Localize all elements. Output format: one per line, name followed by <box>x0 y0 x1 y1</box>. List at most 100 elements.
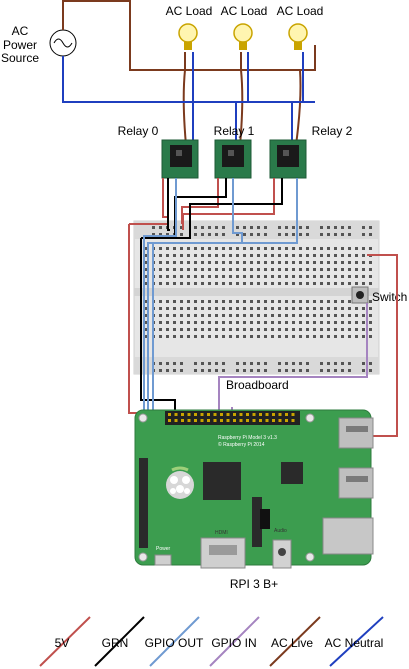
breadboard-hole <box>243 247 246 250</box>
breadboard-hole <box>341 314 344 317</box>
breadboard-hole <box>320 247 323 250</box>
breadboard-hole <box>313 282 316 285</box>
breadboard-hole <box>166 282 169 285</box>
breadboard-hole <box>348 247 351 250</box>
breadboard-hole <box>236 261 239 264</box>
gpio-pin <box>174 419 178 422</box>
breadboard-hole <box>236 307 239 310</box>
legend-label-gpio-out: GPIO OUT <box>145 636 204 650</box>
breadboard-hole <box>243 275 246 278</box>
breadboard-hole <box>271 275 274 278</box>
breadboard-hole <box>313 268 316 271</box>
breadboard-hole <box>222 369 225 372</box>
breadboard-hole <box>313 275 316 278</box>
breadboard-hole <box>201 307 204 310</box>
breadboard-hole <box>348 369 351 372</box>
breadboard-hole <box>166 254 169 257</box>
legend-item-gpio-out: GPIO OUT <box>145 616 204 667</box>
gpio-pin <box>239 413 243 416</box>
legend-label-gpio-in: GPIO IN <box>211 636 256 650</box>
breadboard-hole <box>243 307 246 310</box>
breadboard-hole <box>250 282 253 285</box>
breadboard-hole <box>236 362 239 365</box>
breadboard-hole <box>201 254 204 257</box>
breadboard-hole <box>306 321 309 324</box>
breadboard-hole <box>348 328 351 331</box>
breadboard-hole <box>222 335 225 338</box>
breadboard-hole <box>271 261 274 264</box>
breadboard-hole <box>348 307 351 310</box>
gpio-pin <box>200 419 204 422</box>
legend-item-5v: 5V <box>39 616 91 667</box>
breadboard-hole <box>341 307 344 310</box>
breadboard-hole <box>257 282 260 285</box>
breadboard-hole <box>292 226 295 229</box>
breadboard-hole <box>369 369 372 372</box>
gpio-pin <box>278 419 282 422</box>
breadboard-hole <box>166 362 169 365</box>
breadboard-hole <box>320 275 323 278</box>
audio-jack: Audio <box>272 528 292 569</box>
breadboard-hole <box>271 321 274 324</box>
breadboard-hole <box>313 328 316 331</box>
breadboard-hole <box>334 328 337 331</box>
gpio-pin <box>278 413 282 416</box>
breadboard-hole <box>159 233 162 236</box>
breadboard-hole <box>264 254 267 257</box>
breadboard-hole <box>299 314 302 317</box>
relay-1-label: Relay 1 <box>214 124 255 138</box>
breadboard-hole <box>201 328 204 331</box>
push-switch[interactable]: Switch <box>351 286 407 304</box>
breadboard-hole <box>215 261 218 264</box>
breadboard-hole <box>362 321 365 324</box>
breadboard-hole <box>152 233 155 236</box>
breadboard-hole <box>208 314 211 317</box>
breadboard-hole <box>271 328 274 331</box>
breadboard-hole <box>229 328 232 331</box>
breadboard-hole <box>145 300 148 303</box>
breadboard-hole <box>292 268 295 271</box>
breadboard-hole <box>201 275 204 278</box>
breadboard-hole <box>250 275 253 278</box>
breadboard-hole <box>208 300 211 303</box>
breadboard-hole <box>243 314 246 317</box>
breadboard-hole <box>257 268 260 271</box>
breadboard-hole <box>173 362 176 365</box>
breadboard-hole <box>264 247 267 250</box>
breadboard-hole <box>320 254 323 257</box>
breadboard-hole <box>159 226 162 229</box>
breadboard-hole <box>327 314 330 317</box>
breadboard-hole <box>236 233 239 236</box>
breadboard-hole <box>166 314 169 317</box>
breadboard-hole <box>194 314 197 317</box>
breadboard-hole <box>215 275 218 278</box>
breadboard-hole <box>369 247 372 250</box>
breadboard-hole <box>306 369 309 372</box>
breadboard-hole <box>362 369 365 372</box>
breadboard-hole <box>215 254 218 257</box>
breadboard-hole <box>166 307 169 310</box>
breadboard-hole <box>215 300 218 303</box>
breadboard-hole <box>159 254 162 257</box>
breadboard-hole <box>341 247 344 250</box>
breadboard-hole <box>334 268 337 271</box>
breadboard-hole <box>173 328 176 331</box>
breadboard-hole <box>264 328 267 331</box>
breadboard-hole <box>145 314 148 317</box>
breadboard-hole <box>355 282 358 285</box>
breadboard-hole <box>285 369 288 372</box>
breadboard-hole <box>341 300 344 303</box>
breadboard-hole <box>152 226 155 229</box>
breadboard-hole <box>264 268 267 271</box>
breadboard-hole <box>369 282 372 285</box>
breadboard-hole <box>201 268 204 271</box>
breadboard-hole <box>341 282 344 285</box>
breadboard-hole <box>159 369 162 372</box>
breadboard-hole <box>145 268 148 271</box>
breadboard-hole <box>215 321 218 324</box>
breadboard-hole <box>292 321 295 324</box>
breadboard-hole <box>201 261 204 264</box>
breadboard-hole <box>173 314 176 317</box>
breadboard-hole <box>243 226 246 229</box>
breadboard-hole <box>180 254 183 257</box>
